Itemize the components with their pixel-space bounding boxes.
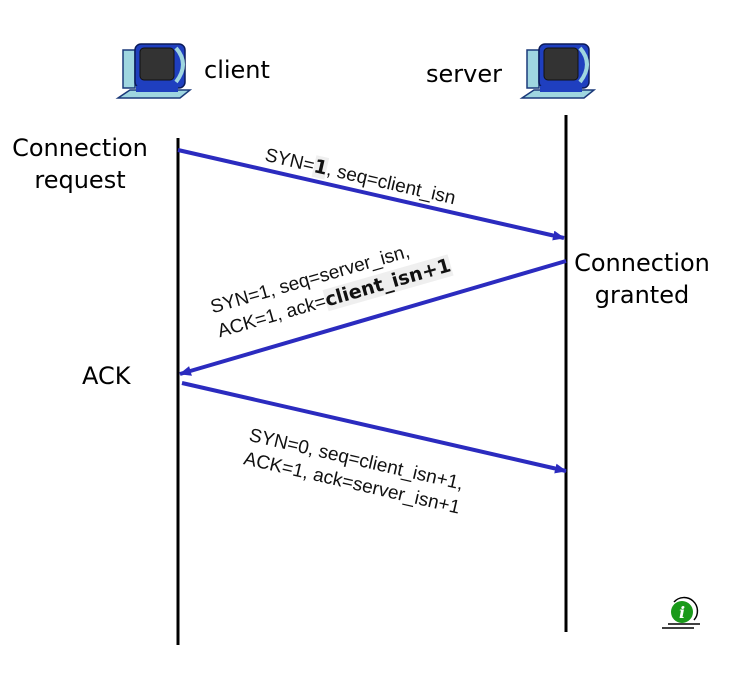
ack-note: ACK xyxy=(82,362,131,390)
connection-granted-note: Connection granted xyxy=(572,247,712,311)
note-line: Connection xyxy=(12,134,148,162)
note-line: granted xyxy=(594,281,690,309)
note-line: Connection xyxy=(574,249,710,277)
syn-ack-arrow xyxy=(179,259,567,376)
info-icon[interactable]: i xyxy=(662,596,700,629)
client-label: client xyxy=(204,56,270,84)
note-line: request xyxy=(34,166,126,194)
svg-text:i: i xyxy=(679,603,685,622)
connection-request-note: Connection request xyxy=(10,132,150,196)
server-computer-icon xyxy=(519,43,597,99)
server-label: server xyxy=(426,60,502,88)
client-computer-icon xyxy=(115,43,193,99)
ack-arrow xyxy=(181,381,567,474)
syn-arrow xyxy=(177,148,565,241)
